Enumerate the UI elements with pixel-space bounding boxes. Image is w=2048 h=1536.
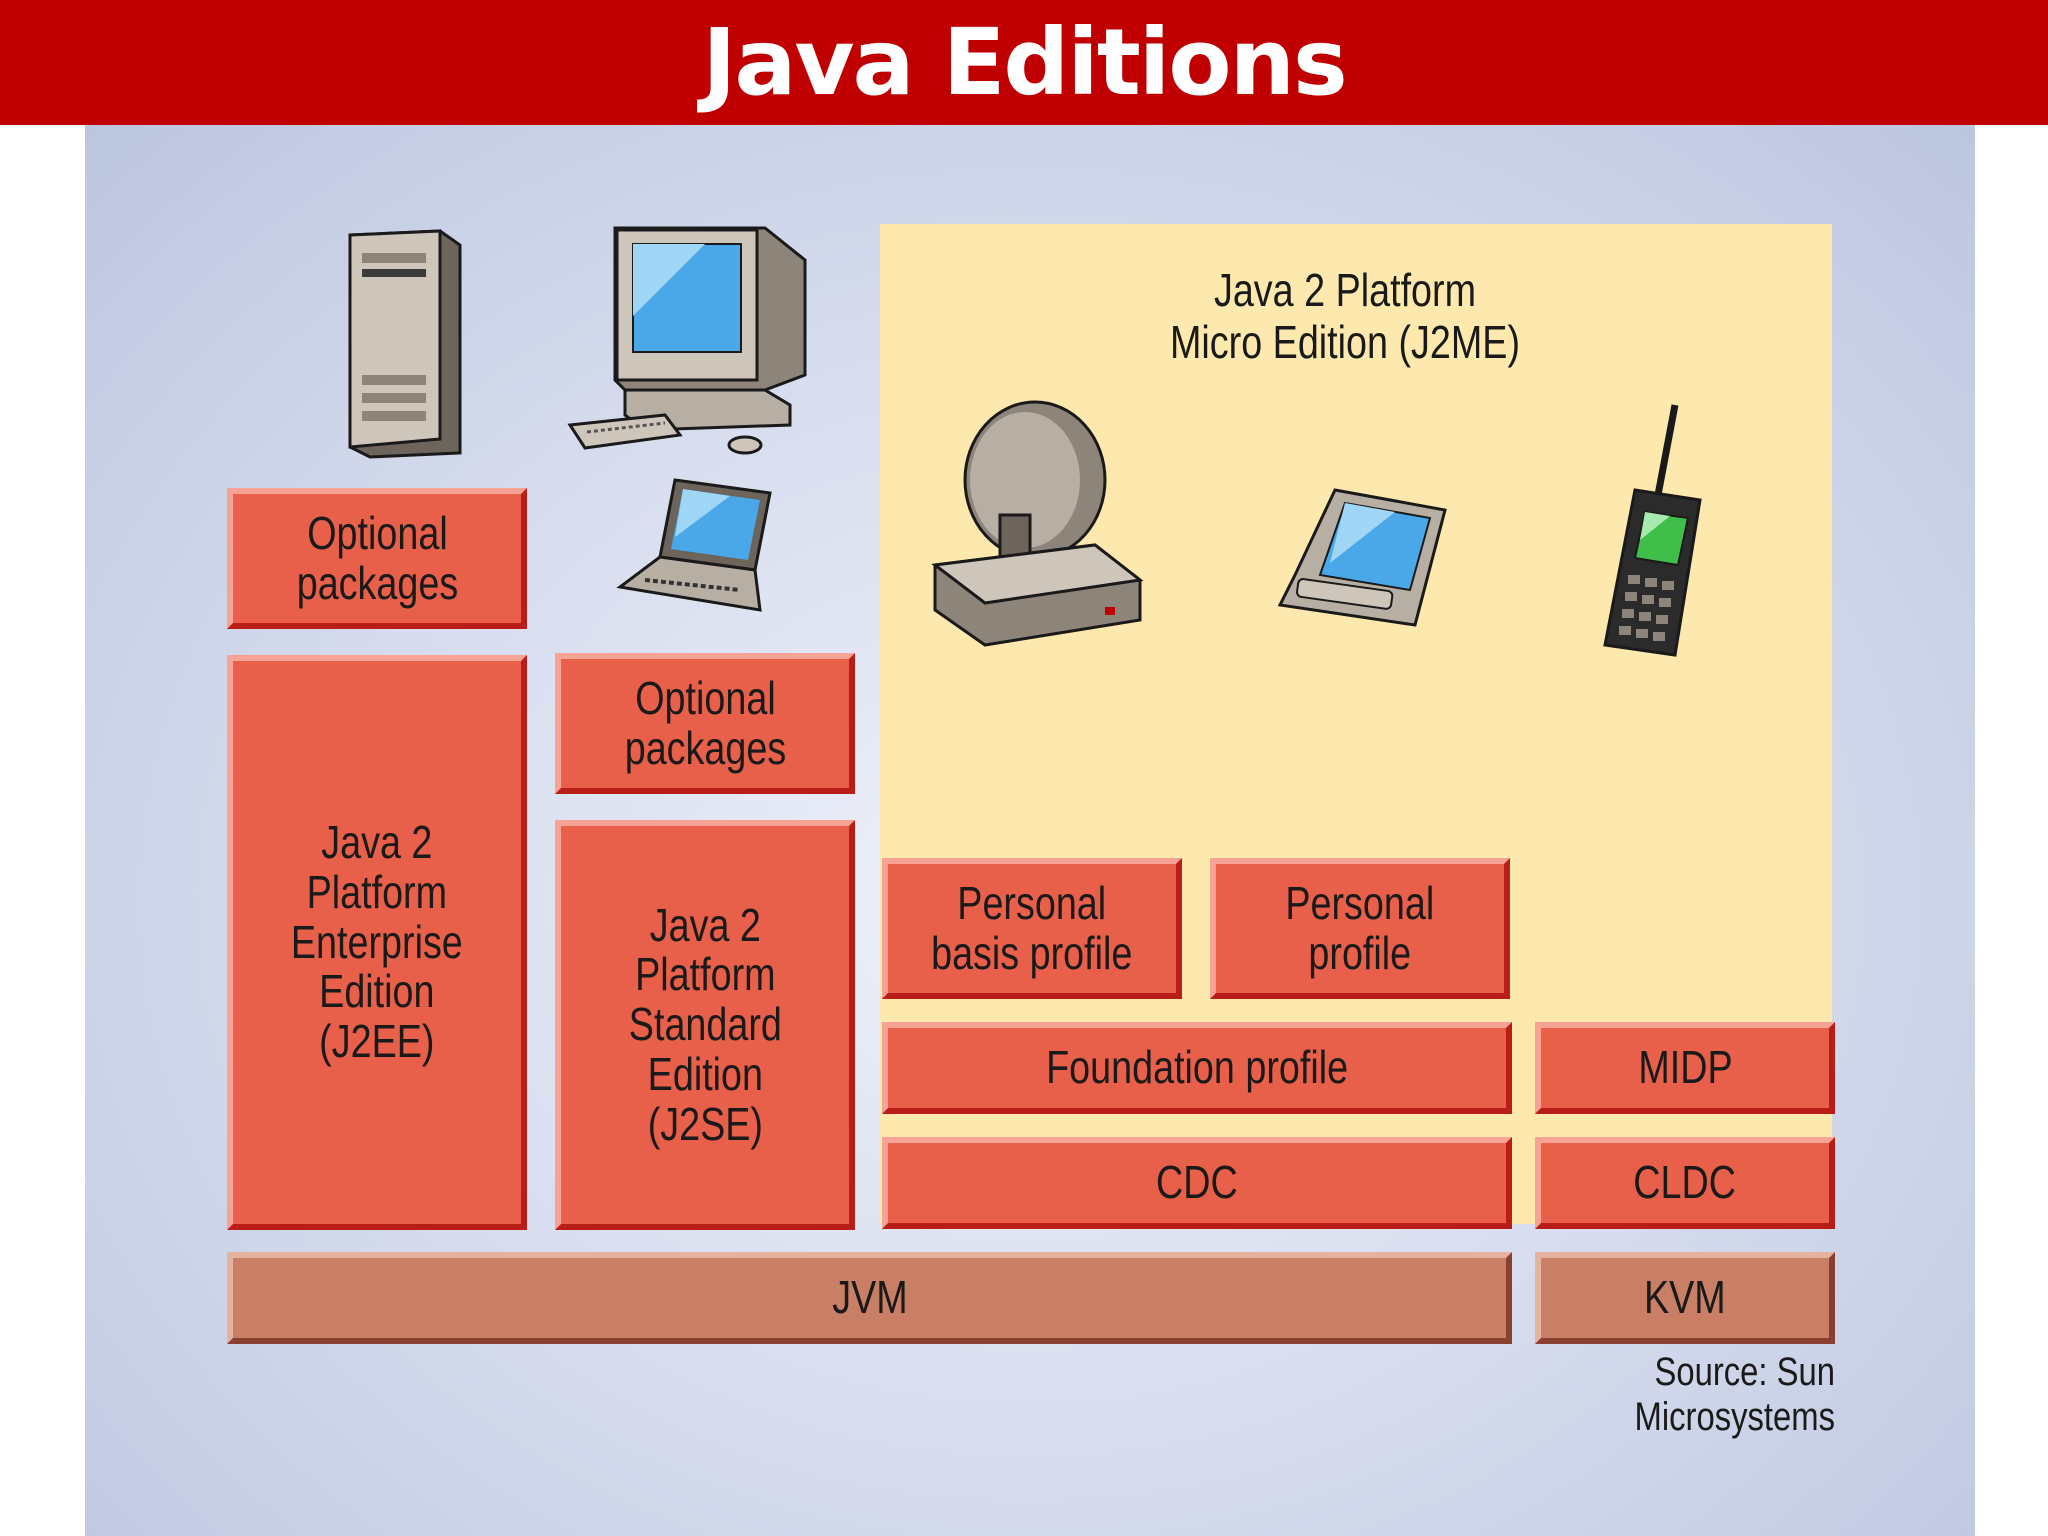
server-tower-icon xyxy=(348,229,462,459)
cldc-block: CLDC xyxy=(1535,1137,1835,1229)
jvm-block: JVM xyxy=(227,1252,1512,1344)
kvm-block: KVM xyxy=(1535,1252,1835,1344)
mobile-phone-icon xyxy=(1603,404,1702,657)
j2ee-optional-packages-block: Optional packages xyxy=(227,488,527,629)
page-title: Java Editions xyxy=(702,8,1348,116)
j2se-block: Java 2 Platform Standard Edition (J2SE) xyxy=(555,820,855,1230)
pda-icon xyxy=(1277,488,1447,627)
title-bar: Java Editions xyxy=(0,0,2048,125)
desktop-computer-icon xyxy=(567,226,807,455)
cdc-block: CDC xyxy=(882,1137,1512,1229)
java-editions-diagram: Java 2 Platform Micro Edition (J2ME) xyxy=(85,125,1975,1536)
laptop-icon xyxy=(616,478,772,612)
midp-block: MIDP xyxy=(1535,1022,1835,1114)
source-note: Source: Sun Microsystems xyxy=(1634,1350,1835,1439)
set-top-box-icon xyxy=(931,400,1144,647)
personal-basis-profile-block: Personal basis profile xyxy=(882,858,1182,999)
j2ee-block: Java 2 Platform Enterprise Edition (J2EE… xyxy=(227,655,527,1230)
personal-profile-block: Personal profile xyxy=(1210,858,1510,999)
j2se-optional-packages-block: Optional packages xyxy=(555,653,855,794)
foundation-profile-block: Foundation profile xyxy=(882,1022,1512,1114)
j2me-heading: Java 2 Platform Micro Edition (J2ME) xyxy=(1169,264,1521,368)
